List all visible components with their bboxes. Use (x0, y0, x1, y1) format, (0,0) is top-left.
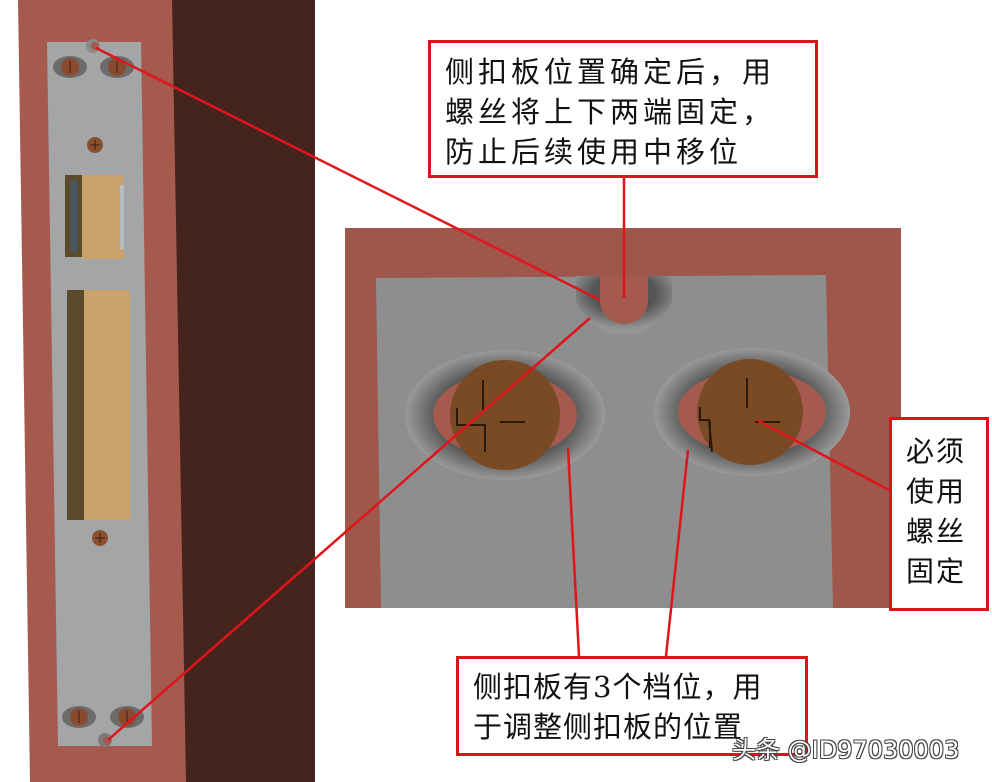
zoom-notch (576, 276, 672, 335)
callout-right-line-4: 固定 (906, 555, 967, 588)
callout-top-line-3: 防止后续使用中移位 (445, 135, 743, 169)
door-face (170, 0, 315, 782)
bottom-screws (62, 706, 144, 728)
leader-lines (95, 46, 890, 741)
leader-bottom-notch-to-zoom (107, 317, 591, 741)
callout-right-line-2: 使用 (906, 475, 967, 508)
callout-three-positions: 侧扣板有3个档位，用 于调整侧扣板的位置 (456, 656, 808, 756)
callout-right-line-1: 必须 (906, 435, 967, 468)
callout-bottom-line-1: 侧扣板有3个档位，用 (473, 670, 763, 704)
leader-screw-to-right-callout (756, 418, 890, 492)
leader-top-notch-to-zoom (95, 46, 601, 302)
callout-bottom-line-2: 于调整侧扣板的位置 (473, 710, 744, 744)
callout-fix-both-ends: 侧扣板位置确定后，用 螺丝将上下两端固定， 防止后续使用中移位 (428, 40, 818, 178)
callout-right-line-3: 螺丝 (906, 515, 967, 548)
zoom-right-screw (654, 348, 850, 476)
watermark: 头条 @ID97030003 (732, 736, 960, 764)
door-edge-view (18, 0, 315, 782)
callout-top-line-1: 侧扣板位置确定后，用 (445, 55, 776, 89)
lower-latch-opening (67, 290, 130, 520)
callout-must-use-screws: 必须 使用 螺丝 固定 (889, 417, 989, 611)
leader-bottom-right (664, 449, 690, 657)
leader-bottom-left (566, 447, 581, 657)
upper-latch-opening (65, 175, 124, 259)
callout-top-line-2: 螺丝将上下两端固定， (445, 95, 776, 129)
zoom-left-screw (405, 350, 605, 480)
